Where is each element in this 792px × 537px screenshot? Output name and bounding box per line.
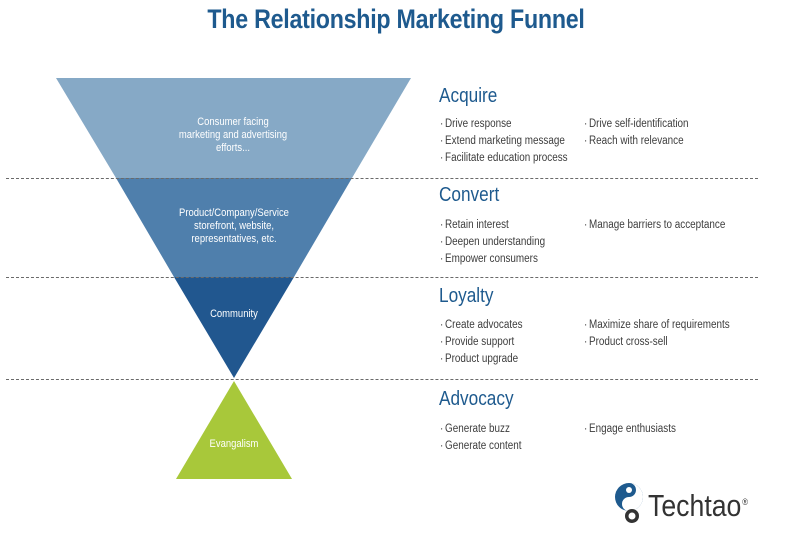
- bullet-item: Generate buzz: [440, 421, 521, 438]
- techtao-logo-icon: [615, 483, 643, 523]
- loyalty-col-1: Create advocates Provide support Product…: [440, 317, 523, 368]
- funnel-stage-convert: [116, 178, 352, 277]
- convert-col-2: Manage barriers to acceptance: [584, 217, 725, 234]
- bullet-item: Drive self-identification: [584, 116, 688, 133]
- funnel-stage-advocacy: [176, 381, 292, 479]
- bullet-item: Product cross-sell: [584, 334, 730, 351]
- bullet-item: Provide support: [440, 334, 523, 351]
- techtao-logo: Techtao®: [612, 480, 782, 530]
- divider-3: [6, 379, 758, 380]
- divider-1: [6, 178, 758, 179]
- advocacy-col-1: Generate buzz Generate content: [440, 421, 521, 455]
- stage-label-advocacy: Evangalism: [209, 438, 259, 450]
- bullet-item: Engage enthusiasts: [584, 421, 676, 438]
- section-title-acquire: Acquire: [439, 85, 498, 107]
- section-title-advocacy: Advocacy: [439, 388, 514, 410]
- acquire-col-1: Drive response Extend marketing message …: [440, 116, 568, 167]
- bullet-item: Extend marketing message: [440, 133, 568, 150]
- stage-label-convert: Product/Company/Service storefront, webs…: [179, 207, 289, 245]
- stage-label-acquire: Consumer facing marketing and advertisin…: [178, 116, 288, 154]
- funnel-stage-acquire: [56, 78, 411, 178]
- bullet-item: Create advocates: [440, 317, 523, 334]
- section-title-loyalty: Loyalty: [439, 285, 494, 307]
- bullet-item: Maximize share of requirements: [584, 317, 730, 334]
- bullet-item: Deepen understanding: [440, 234, 545, 251]
- bullet-item: Drive response: [440, 116, 568, 133]
- convert-col-1: Retain interest Deepen understanding Emp…: [440, 217, 545, 268]
- divider-2: [6, 277, 758, 278]
- section-title-convert: Convert: [439, 184, 500, 206]
- loyalty-col-2: Maximize share of requirements Product c…: [584, 317, 730, 351]
- bullet-item: Retain interest: [440, 217, 545, 234]
- bullet-item: Reach with relevance: [584, 133, 689, 150]
- acquire-col-2: Drive self-identification Reach with rel…: [584, 116, 689, 150]
- bullet-item: Facilitate education process: [440, 150, 568, 167]
- bullet-item: Product upgrade: [440, 351, 523, 368]
- advocacy-col-2: Engage enthusiasts: [584, 421, 676, 438]
- stage-label-loyalty: Community: [210, 308, 258, 320]
- page-title: The Relationship Marketing Funnel: [207, 4, 585, 34]
- logo-name: Techtao: [648, 488, 742, 523]
- bullet-item: Empower consumers: [440, 251, 545, 268]
- bullet-item: Generate content: [440, 438, 521, 455]
- registered-mark: ®: [742, 496, 748, 507]
- funnel-stage-loyalty: [174, 277, 294, 378]
- bullet-item: Manage barriers to acceptance: [584, 217, 725, 234]
- logo-wordmark: Techtao®: [648, 488, 748, 524]
